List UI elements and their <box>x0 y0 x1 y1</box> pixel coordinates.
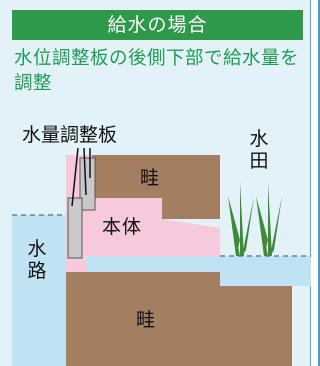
water-channel <box>12 215 66 366</box>
leader-line-2 <box>83 147 87 196</box>
paddy-water <box>220 256 311 286</box>
body-label: 本体 <box>102 216 143 238</box>
channel-label: 水路 <box>27 238 47 282</box>
adjustment-board-label: 水量調整板 <box>22 124 118 146</box>
right-border <box>318 0 320 366</box>
title-bar: 給水の場合 <box>12 10 303 40</box>
intake-body <box>66 155 220 272</box>
water-passage <box>86 256 220 272</box>
adjustment-board-lower <box>67 197 83 259</box>
ridge-top-label: 畦 <box>140 167 160 189</box>
leader-line-1 <box>71 147 79 207</box>
paddy-label: 水田 <box>249 128 269 172</box>
ridge-bottom-label: 畦 <box>136 309 156 331</box>
rice-plant-left-icon <box>228 182 254 256</box>
rice-plant-right-icon <box>256 182 282 256</box>
adjustment-board-upper <box>79 157 96 211</box>
ridge-soil <box>66 272 292 366</box>
description-text: 水位調整板の後側下部で給水量を調整 <box>14 48 300 94</box>
